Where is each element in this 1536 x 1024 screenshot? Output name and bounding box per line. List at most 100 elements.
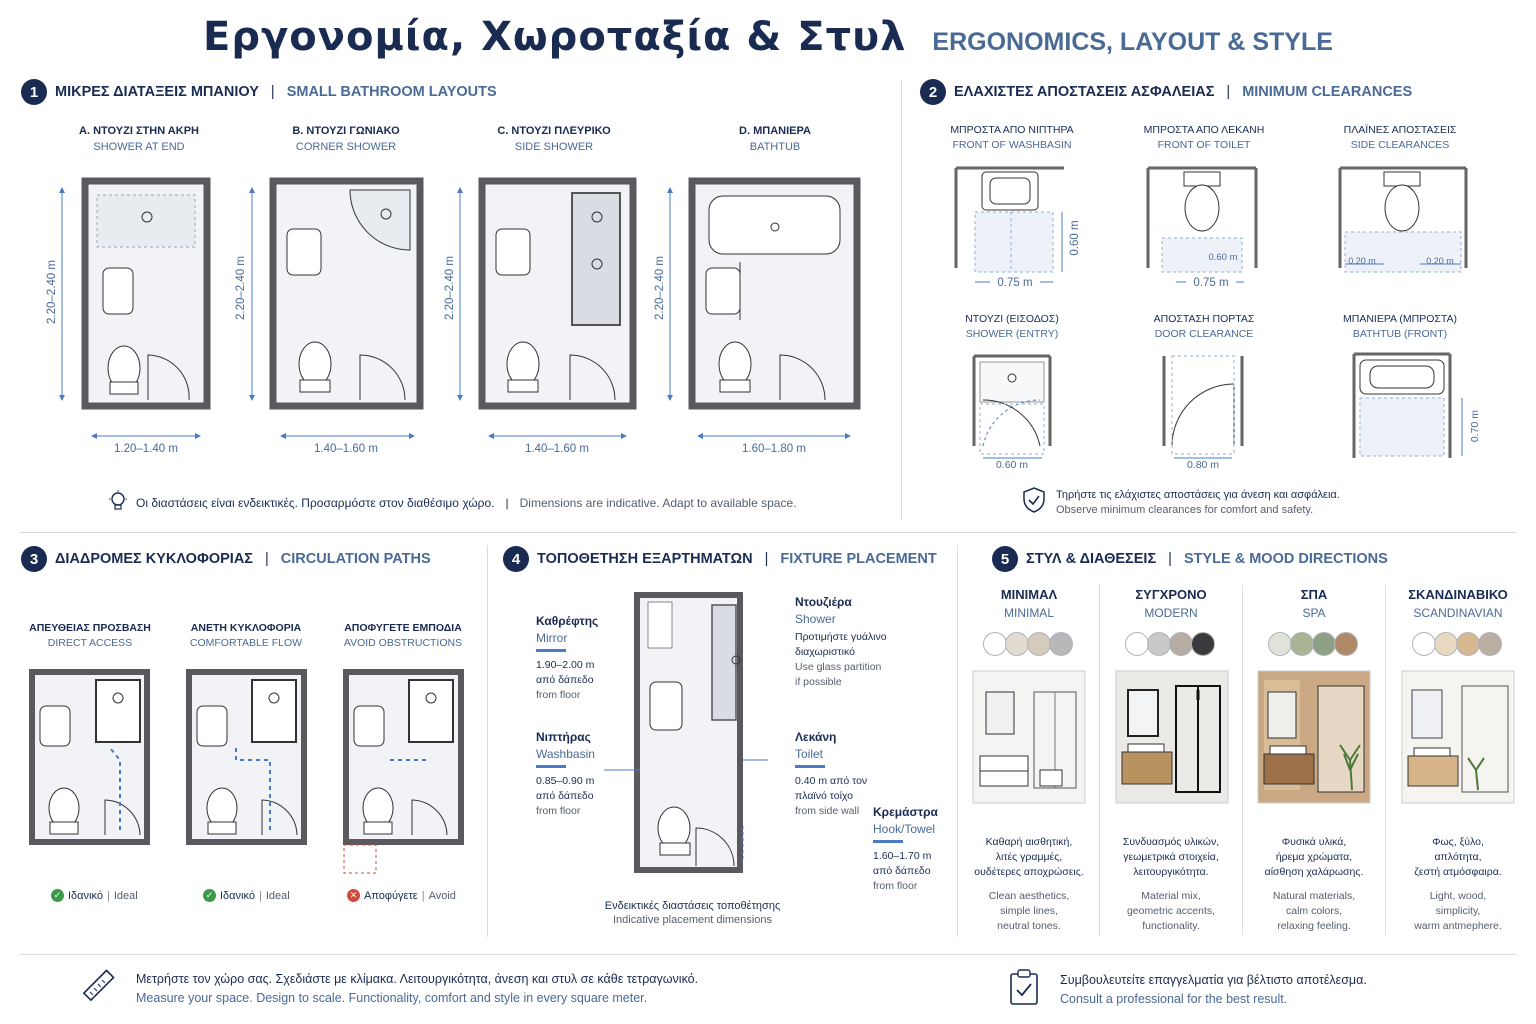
style-scandinavian: ΣΚΑΝΔΙΝΑΒΙΚΟ SCANDINAVIAN bbox=[1391, 587, 1525, 661]
section-number: 5 bbox=[992, 546, 1018, 572]
style-divider-2 bbox=[1242, 585, 1243, 935]
clearances-drawing bbox=[954, 166, 1468, 459]
section-4-heading: 4 ΤΟΠΟΘΕΤΗΣΗ ΕΞΑΡΤΗΜΑΤΩΝ | FIXTURE PLACE… bbox=[503, 546, 937, 572]
status-ideal-2: ✓ Ιδανικό|Ideal bbox=[203, 889, 290, 902]
style-modern: ΣΥΓΧΡΟΝΟ MODERN bbox=[1104, 587, 1238, 661]
fixture-hook: Κρεμάστρα Hook/Towel 1.60–1.70 m από δάπ… bbox=[873, 805, 938, 892]
section-2-heading: 2 ΕΛΑΧΙΣΤΕΣ ΑΠΟΣΤΑΣΕΙΣ ΑΣΦΑΛΕΙΑΣ | MINIM… bbox=[920, 79, 1412, 105]
style-modern-image bbox=[1115, 670, 1229, 804]
clearance-door bbox=[1162, 355, 1244, 459]
clearance-bathtub-depth: 0.70 m bbox=[1469, 409, 1481, 443]
clearance-toilet bbox=[1146, 166, 1258, 283]
section-1-note: Οι διαστάσεις είναι ενδεικτικές. Προσαρμ… bbox=[108, 490, 796, 515]
style-spa-image bbox=[1257, 670, 1371, 804]
plan-c bbox=[457, 177, 637, 439]
section-1-heading: 1 ΜΙΚΡΕΣ ΔΙΑΤΑΞΕΙΣ ΜΠΑΝΙΟΥ | SMALL BATHR… bbox=[21, 79, 497, 105]
clearance-washbasin bbox=[954, 166, 1064, 283]
style-spa-desc: Φυσικά υλικά, ήρεμα χρώματα, αίσθηση χαλ… bbox=[1264, 836, 1364, 932]
plan-b-width: 1.40–1.60 m bbox=[314, 443, 378, 455]
color-swatches bbox=[1247, 632, 1381, 661]
color-swatches bbox=[1391, 632, 1525, 661]
fixture-washbasin: Νιπτήρας Washbasin 0.85–0.90 m από δάπεδ… bbox=[536, 730, 595, 817]
section-5-heading: 5 ΣΤΥΛ & ΔΙΑΘΕΣΕΙΣ | STYLE & MOOD DIRECT… bbox=[992, 546, 1388, 572]
circulation-direct bbox=[29, 669, 150, 845]
lightbulb-icon bbox=[108, 490, 128, 515]
section-title-english: SMALL BATHROOM LAYOUTS bbox=[286, 84, 497, 100]
section-2-note: Τηρήστε τις ελάχιστες αποστάσεις για άνε… bbox=[1022, 487, 1340, 518]
check-icon: ✓ bbox=[203, 889, 216, 902]
plan-d-width: 1.60–1.80 m bbox=[742, 443, 806, 455]
section-3-heading: 3 ΔΙΑΔΡΟΜΕΣ ΚΥΚΛΟΦΟΡΙΑΣ | CIRCULATION PA… bbox=[21, 546, 431, 572]
clearance-side-left: 0.20 m bbox=[1348, 256, 1376, 266]
plan-b bbox=[249, 177, 424, 439]
vertical-divider-bottom-2 bbox=[957, 545, 958, 937]
vertical-divider-top bbox=[901, 80, 902, 520]
status-ideal-1: ✓ Ιδανικό|Ideal bbox=[51, 889, 138, 902]
clearance-washbasin-depth: 0.60 m bbox=[1069, 220, 1081, 256]
style-divider-3 bbox=[1385, 585, 1386, 935]
clearance-bathtub-front bbox=[1352, 352, 1463, 458]
circulation-flow bbox=[186, 669, 307, 845]
style-spa: ΣΠΑ SPA bbox=[1247, 587, 1381, 661]
section-number: 2 bbox=[920, 79, 946, 105]
section-title-greek: ΤΟΠΟΘΕΤΗΣΗ ΕΞΑΡΤΗΜΑΤΩΝ bbox=[537, 551, 753, 567]
clearance-toilet-depth: 0.60 m bbox=[1208, 252, 1238, 263]
style-minimal-image bbox=[972, 670, 1086, 804]
footer-right: Συμβουλευτείτε επαγγελματία για βέλτιστο… bbox=[1008, 968, 1367, 1011]
page-title-greek: Εργονομία, Χωροταξία & Στυλ bbox=[203, 14, 907, 60]
style-modern-desc: Συνδυασμός υλικών, γεωμετρικά στοιχεία, … bbox=[1122, 836, 1220, 932]
plan-c-height: 2.20–2.40 m bbox=[444, 256, 456, 320]
clipboard-check-icon bbox=[1008, 968, 1040, 1011]
clearance-toilet-width: 0.75 m bbox=[1186, 277, 1236, 289]
plan-a-height: 2.20–2.40 m bbox=[46, 260, 58, 324]
color-swatches bbox=[962, 632, 1096, 661]
style-scandinavian-image bbox=[1401, 670, 1515, 804]
plan-a bbox=[59, 177, 211, 439]
section-title-greek: ΜΙΚΡΕΣ ΔΙΑΤΑΞΕΙΣ ΜΠΑΝΙΟΥ bbox=[55, 84, 259, 100]
plan-b-height: 2.20–2.40 m bbox=[235, 256, 247, 320]
fixture-plan-drawing bbox=[604, 592, 768, 873]
vertical-divider-bottom-1 bbox=[487, 545, 488, 937]
style-minimal-desc: Καθαρή αισθητική, λιτές γραμμές, ουδέτερ… bbox=[974, 836, 1084, 932]
page-title-english: ERGONOMICS, LAYOUT & STYLE bbox=[932, 28, 1333, 56]
circulation-drawing bbox=[29, 669, 464, 874]
color-swatches bbox=[1104, 632, 1238, 661]
shield-check-icon bbox=[1022, 487, 1046, 518]
ruler-icon bbox=[80, 968, 116, 1009]
section-title-greek: ΔΙΑΔΡΟΜΕΣ ΚΥΚΛΟΦΟΡΙΑΣ bbox=[55, 551, 254, 567]
section-title-english: FIXTURE PLACEMENT bbox=[780, 551, 937, 567]
fixture-toilet: Λεκάνη Toilet 0.40 m από τον πλαϊνό τοίχ… bbox=[795, 730, 868, 817]
fixture-mirror: Καθρέφτης Mirror 1.90–2.00 m από δάπεδο … bbox=[536, 614, 599, 701]
horizontal-divider-footer bbox=[20, 954, 1516, 955]
clearance-shower-entry bbox=[972, 354, 1052, 459]
fixture-caption: Ενδεικτικές διαστάσεις τοποθέτησης Indic… bbox=[604, 900, 781, 926]
plan-c-width: 1.40–1.60 m bbox=[525, 443, 589, 455]
floor-plans-drawing bbox=[59, 177, 861, 439]
horizontal-divider-middle bbox=[20, 532, 1516, 533]
clearance-side bbox=[1338, 166, 1468, 273]
section-number: 1 bbox=[21, 79, 47, 105]
section-title-greek: ΕΛΑΧΙΣΤΕΣ ΑΠΟΣΤΑΣΕΙΣ ΑΣΦΑΛΕΙΑΣ bbox=[954, 84, 1215, 100]
section-title-english: MINIMUM CLEARANCES bbox=[1242, 84, 1413, 100]
clearance-door-width: 0.80 m bbox=[1186, 459, 1220, 471]
style-illustrations bbox=[972, 670, 1515, 804]
style-minimal: ΜΙΝΙΜΑΛ MINIMAL bbox=[962, 587, 1096, 661]
page-header: Εργονομία, Χωροταξία & Στυλ ERGONOMICS, … bbox=[0, 14, 1536, 60]
plan-d-height: 2.20–2.40 m bbox=[654, 256, 666, 320]
section-title-english: STYLE & MOOD DIRECTIONS bbox=[1183, 551, 1388, 567]
section-title-english: CIRCULATION PATHS bbox=[280, 551, 431, 567]
plan-a-width: 1.20–1.40 m bbox=[114, 443, 178, 455]
clearance-side-right: 0.20 m bbox=[1426, 256, 1454, 266]
clearance-shower-width: 0.60 m bbox=[995, 459, 1029, 471]
style-divider-1 bbox=[1099, 585, 1100, 935]
